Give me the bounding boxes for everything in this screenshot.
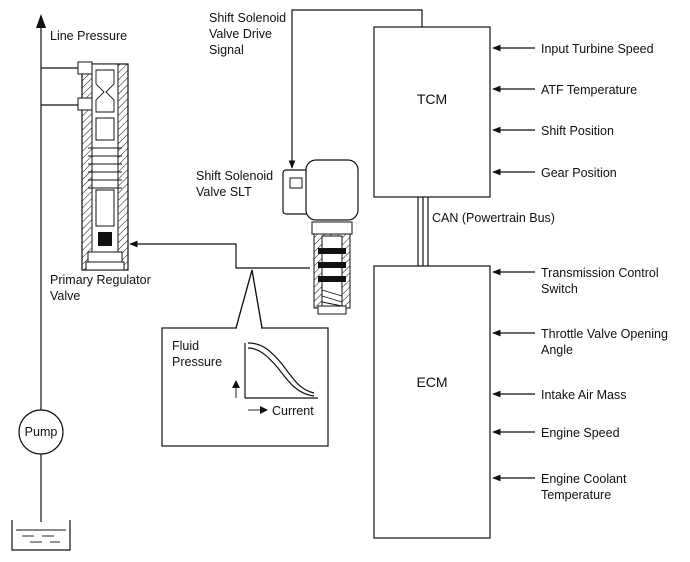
tcm-input-label: Input Turbine Speed — [541, 42, 654, 56]
ecm-input-5: Engine Coolant Temperature — [492, 472, 627, 502]
ecm-input-label: Temperature — [541, 488, 611, 502]
shift-solenoid-slt-label-2: Valve SLT — [196, 185, 252, 199]
oil-reservoir — [11, 520, 71, 551]
tcm-input-4: Gear Position — [492, 166, 617, 180]
ecm-input-label: Angle — [541, 343, 573, 357]
current-label: Current — [272, 404, 314, 418]
fluid-pressure-label-1: Fluid — [172, 339, 199, 353]
ecm-input-label: Intake Air Mass — [541, 388, 626, 402]
tcm-input-label: Shift Position — [541, 124, 614, 138]
tcm-input-2: ATF Temperature — [492, 83, 637, 97]
primary-regulator-label-2: Valve — [50, 289, 80, 303]
shift-solenoid-valve-slt — [282, 159, 359, 315]
can-bus-label: CAN (Powertrain Bus) — [432, 211, 555, 225]
tcm-title: TCM — [417, 91, 447, 107]
ecm-input-1: Transmission Control Switch — [492, 266, 659, 296]
drive-signal-label-2: Valve Drive — [209, 27, 272, 41]
fluid-pressure-callout — [161, 269, 329, 447]
primary-regulator-valve — [77, 61, 129, 271]
pump-symbol — [18, 409, 64, 455]
tcm-input-label: Gear Position — [541, 166, 617, 180]
ecm-input-label: Switch — [541, 282, 578, 296]
ecm-box — [373, 265, 491, 539]
ecm-input-2: Throttle Valve Opening Angle — [492, 327, 668, 357]
tcm-input-label: ATF Temperature — [541, 83, 637, 97]
fluid-pressure-label-2: Pressure — [172, 355, 222, 369]
ecm-input-label: Engine Coolant — [541, 472, 627, 486]
ecm-title: ECM — [416, 374, 447, 390]
ecm-input-4: Engine Speed — [492, 426, 620, 440]
shift-solenoid-slt-label-1: Shift Solenoid — [196, 169, 273, 183]
slt-pressure-line — [129, 240, 310, 269]
tcm-input-1: Input Turbine Speed — [492, 42, 654, 56]
ecm-input-label: Throttle Valve Opening — [541, 327, 668, 341]
ecm-input-3: Intake Air Mass — [492, 388, 626, 402]
tcm-input-3: Shift Position — [492, 124, 614, 138]
ecm-input-label: Transmission Control — [541, 266, 659, 280]
ecm-input-label: Engine Speed — [541, 426, 620, 440]
line-pressure-label: Line Pressure — [50, 29, 127, 43]
drive-signal-label-3: Signal — [209, 43, 244, 57]
primary-regulator-label-1: Primary Regulator — [50, 273, 151, 287]
tcm-box — [373, 26, 491, 198]
can-bus-lines — [417, 197, 429, 266]
line-pressure-line — [36, 14, 82, 522]
pump-label: Pump — [25, 425, 58, 439]
drive-signal-label-1: Shift Solenoid — [209, 11, 286, 25]
